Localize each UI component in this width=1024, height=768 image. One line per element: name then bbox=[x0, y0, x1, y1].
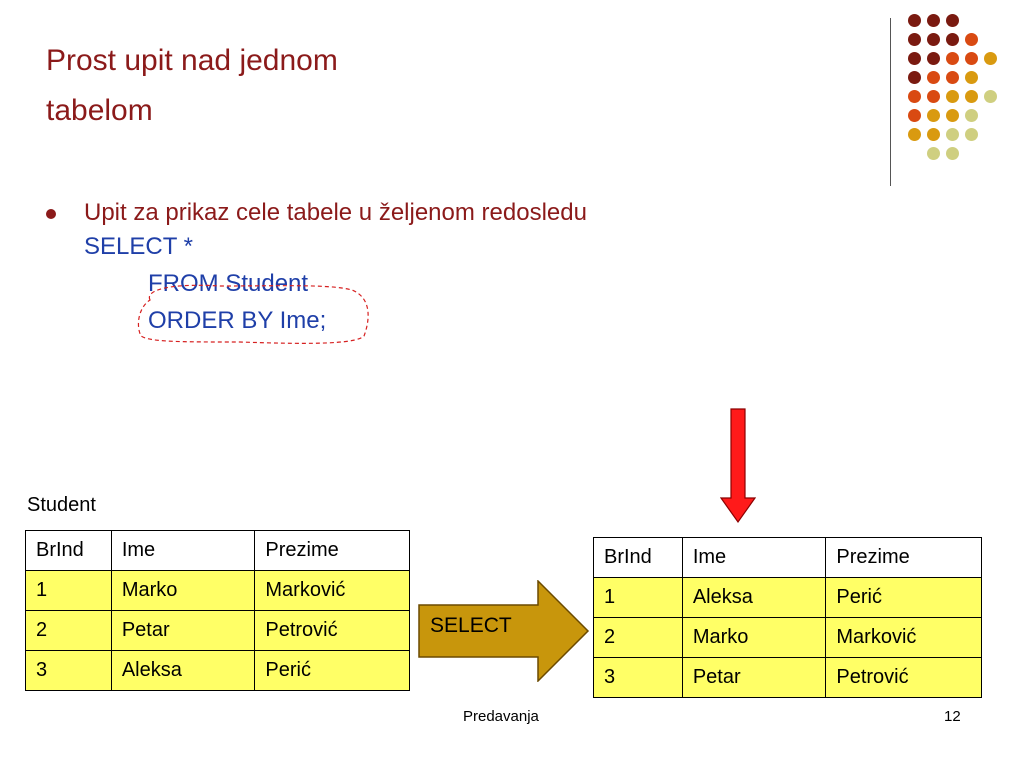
table-cell: 1 bbox=[593, 577, 683, 618]
slide-title-line-1: Prost upit nad jednom bbox=[46, 44, 338, 77]
table-cell: Perić bbox=[254, 650, 410, 691]
table-cell: Petar bbox=[681, 657, 827, 698]
decor-dot bbox=[946, 14, 959, 27]
right-arrow-icon bbox=[418, 580, 590, 682]
right-arrow-shape bbox=[418, 580, 590, 682]
table-row: 1 Marko Marković bbox=[25, 570, 410, 611]
source-table: BrInd Ime Prezime 1 Marko Marković 2 Pet… bbox=[25, 530, 410, 691]
table-cell: Marković bbox=[825, 617, 982, 658]
decor-dot bbox=[946, 52, 959, 65]
table-cell: Aleksa bbox=[681, 577, 827, 618]
decor-dot bbox=[965, 109, 978, 122]
down-arrow-icon bbox=[720, 408, 756, 524]
table-cell: Petrović bbox=[254, 610, 410, 651]
decor-dot bbox=[965, 90, 978, 103]
table-cell: Petrović bbox=[825, 657, 982, 698]
title-divider bbox=[890, 18, 891, 186]
decor-dot bbox=[908, 128, 921, 141]
decor-dot bbox=[965, 52, 978, 65]
decor-dot bbox=[965, 33, 978, 46]
decor-dot bbox=[908, 90, 921, 103]
decor-dot bbox=[927, 90, 940, 103]
slide-title-line-2: tabelom bbox=[46, 94, 153, 127]
table-cell: Marković bbox=[254, 570, 410, 611]
table-header-row: BrInd Ime Prezime bbox=[25, 530, 410, 571]
decor-dot bbox=[965, 128, 978, 141]
header-cell: Ime bbox=[110, 530, 256, 571]
decor-dot bbox=[946, 109, 959, 122]
header-cell: Prezime bbox=[254, 530, 410, 571]
result-table: BrInd Ime Prezime 1 Aleksa Perić 2 Marko… bbox=[593, 537, 982, 698]
decor-dot bbox=[927, 71, 940, 84]
decor-dot bbox=[946, 147, 959, 160]
down-arrow-shape bbox=[720, 408, 756, 524]
decor-dot bbox=[927, 128, 940, 141]
bullet-dot-icon bbox=[46, 209, 56, 219]
decor-dot bbox=[946, 128, 959, 141]
decor-dot bbox=[946, 33, 959, 46]
decor-dot bbox=[984, 90, 997, 103]
table-row: 1 Aleksa Perić bbox=[593, 577, 982, 618]
table-cell: Petar bbox=[110, 610, 256, 651]
decor-dot bbox=[908, 52, 921, 65]
select-operation-label: SELECT bbox=[430, 614, 512, 637]
decor-dot bbox=[927, 109, 940, 122]
table-cell: Perić bbox=[825, 577, 982, 618]
decor-dot bbox=[946, 90, 959, 103]
decor-dot bbox=[927, 33, 940, 46]
table-cell: 3 bbox=[593, 657, 683, 698]
table-row: 3 Petar Petrović bbox=[593, 657, 982, 698]
header-cell: BrInd bbox=[25, 530, 112, 571]
table-cell: Aleksa bbox=[110, 650, 256, 691]
table-row: 3 Aleksa Perić bbox=[25, 650, 410, 691]
sql-order-line: ORDER BY Ime; bbox=[148, 307, 327, 334]
sql-from-line: FROM Student bbox=[148, 270, 309, 297]
decor-dot bbox=[927, 147, 940, 160]
decor-dot bbox=[946, 71, 959, 84]
slide-title: Prost upit nad jednom tabelom bbox=[46, 36, 338, 136]
header-cell: Ime bbox=[681, 537, 827, 578]
source-table-caption: Student bbox=[27, 494, 96, 516]
dot-grid-decoration bbox=[908, 14, 1008, 164]
decor-dot bbox=[965, 71, 978, 84]
decor-dot bbox=[908, 33, 921, 46]
header-cell: Prezime bbox=[825, 537, 982, 578]
table-row: 2 Petar Petrović bbox=[25, 610, 410, 651]
decor-dot bbox=[908, 71, 921, 84]
table-cell: 2 bbox=[593, 617, 683, 658]
page-number: 12 bbox=[944, 708, 961, 725]
decor-dot bbox=[927, 14, 940, 27]
footer-label: Predavanja bbox=[463, 708, 539, 725]
table-row: 2 Marko Marković bbox=[593, 617, 982, 658]
decor-dot bbox=[927, 52, 940, 65]
table-cell: 2 bbox=[25, 610, 112, 651]
decor-dot bbox=[908, 14, 921, 27]
table-header-row: BrInd Ime Prezime bbox=[593, 537, 982, 578]
table-cell: 3 bbox=[25, 650, 112, 691]
decor-dot bbox=[984, 52, 997, 65]
table-cell: Marko bbox=[110, 570, 256, 611]
decor-dot bbox=[908, 109, 921, 122]
table-cell: Marko bbox=[681, 617, 827, 658]
header-cell: BrInd bbox=[593, 537, 683, 578]
sql-select-line: SELECT * bbox=[84, 233, 193, 260]
bullet-text: Upit za prikaz cele tabele u željenom re… bbox=[84, 199, 587, 226]
table-cell: 1 bbox=[25, 570, 112, 611]
